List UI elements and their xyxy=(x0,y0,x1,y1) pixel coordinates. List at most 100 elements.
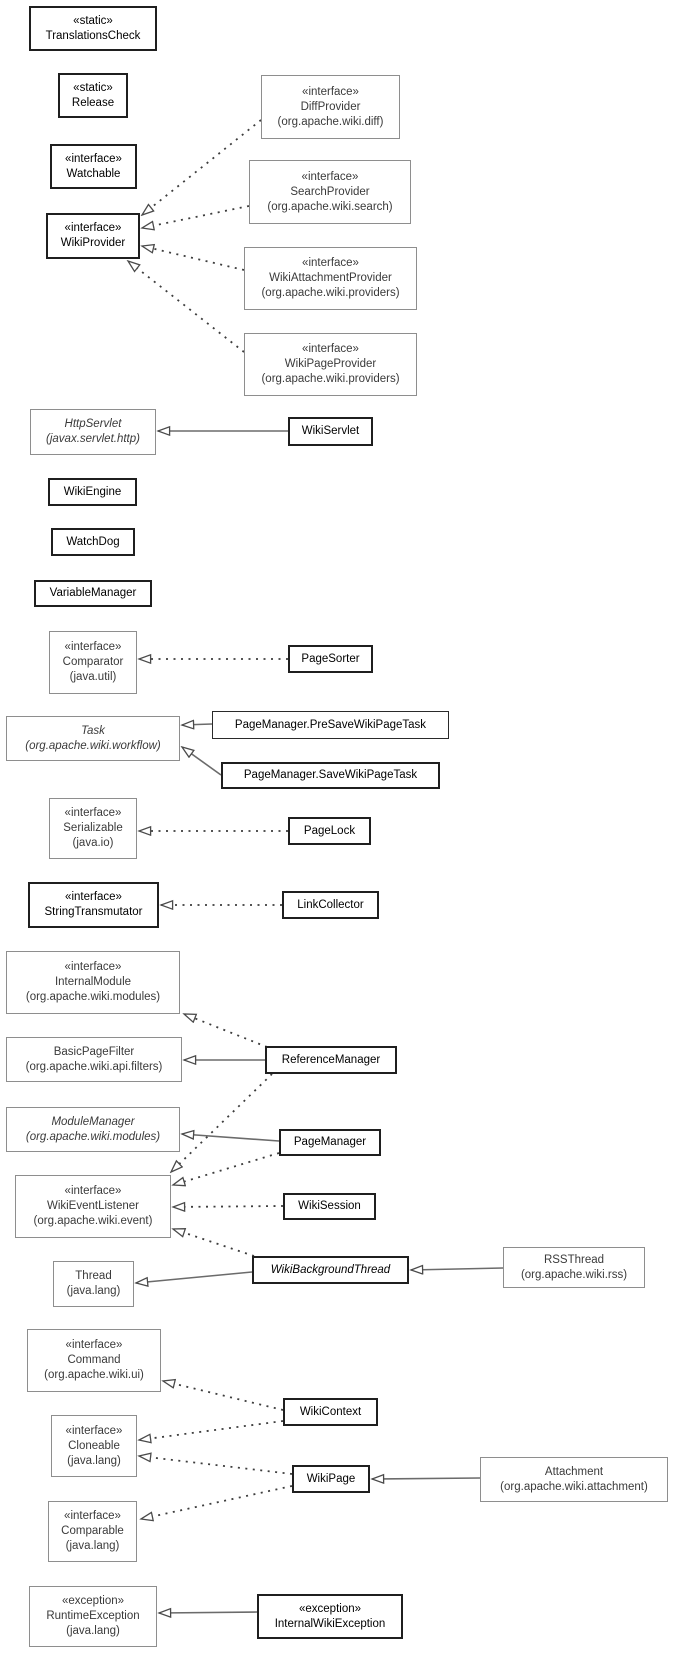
edge-searchprovider-wikiprovider xyxy=(142,205,250,228)
class-name-label: Task xyxy=(81,724,105,737)
class-node-watchdog[interactable]: WatchDog xyxy=(51,528,135,556)
class-name-label: TranslationsCheck xyxy=(45,29,141,42)
edge-wikipage-comparable xyxy=(141,1485,293,1519)
stereotype-label: «interface» xyxy=(64,222,122,234)
class-node-rssthread[interactable]: RSSThread (org.apache.wiki.rss) xyxy=(503,1247,645,1288)
class-node-wikisession[interactable]: WikiSession xyxy=(283,1193,376,1220)
edge-internalwikiexception-runtimeexception xyxy=(159,1612,258,1613)
class-node-variablemanager[interactable]: VariableManager xyxy=(34,580,152,607)
class-name-label: Command xyxy=(67,1354,121,1366)
class-name-label: Serializable xyxy=(63,822,123,834)
class-node-pagemanager[interactable]: PageManager xyxy=(279,1129,381,1156)
package-label: (java.io) xyxy=(72,837,114,849)
edge-rssthread-wikibackgroundthread xyxy=(411,1268,504,1270)
class-node-modulemanager[interactable]: ModuleManager (org.apache.wiki.modules) xyxy=(6,1107,180,1152)
edge-presavetask-task xyxy=(182,724,213,725)
edge-referencemanager-internalmodule xyxy=(184,1013,268,1048)
class-name-label: BasicPageFilter xyxy=(53,1045,135,1058)
class-name-label: Watchable xyxy=(66,167,121,180)
class-node-wikicontext[interactable]: WikiContext xyxy=(283,1398,378,1426)
class-name-label: VariableManager xyxy=(49,587,137,599)
edge-wikicontext-cloneable xyxy=(139,1420,284,1440)
package-label: (org.apache.wiki.ui) xyxy=(44,1369,144,1381)
package-label: (org.apache.wiki.attachment) xyxy=(500,1480,648,1493)
class-node-basicpagefilter[interactable]: BasicPageFilter (org.apache.wiki.api.fil… xyxy=(6,1037,182,1082)
class-node-presavewikipagetask[interactable]: PageManager.PreSaveWikiPageTask xyxy=(212,711,449,739)
class-node-wikieventlistener[interactable]: «interface» WikiEventListener (org.apach… xyxy=(15,1175,171,1238)
class-name-label: LinkCollector xyxy=(297,898,364,911)
class-name-label: Attachment xyxy=(544,1465,604,1478)
class-name-label: RSSThread xyxy=(543,1253,605,1266)
class-node-internalmodule[interactable]: «interface» InternalModule (org.apache.w… xyxy=(6,951,180,1014)
stereotype-label: «interface» xyxy=(65,891,122,903)
class-name-label: WikiProvider xyxy=(60,237,126,249)
package-label: (javax.servlet.http) xyxy=(46,433,140,445)
class-node-release[interactable]: «static» Release xyxy=(58,73,128,118)
class-node-pagelock[interactable]: PageLock xyxy=(288,817,371,845)
stereotype-label: «interface» xyxy=(64,1510,121,1522)
class-node-serializable[interactable]: «interface» Serializable (java.io) xyxy=(49,798,137,859)
stereotype-label: «interface» xyxy=(302,85,359,98)
edge-wikipage-cloneable xyxy=(139,1456,293,1475)
class-node-httpservlet[interactable]: HttpServlet (javax.servlet.http) xyxy=(30,409,156,455)
class-node-wikiprovider[interactable]: «interface» WikiProvider xyxy=(46,213,140,259)
class-node-referencemanager[interactable]: ReferenceManager xyxy=(265,1046,397,1074)
class-name-label: ReferenceManager xyxy=(281,1053,381,1066)
class-name-label: Comparable xyxy=(61,1525,124,1537)
class-name-label: SearchProvider xyxy=(290,185,370,198)
stereotype-label: «exception» xyxy=(61,1595,125,1607)
stereotype-label: «static» xyxy=(73,81,113,94)
class-node-thread[interactable]: Thread (java.lang) xyxy=(53,1261,134,1307)
class-node-task[interactable]: Task (org.apache.wiki.workflow) xyxy=(6,716,180,761)
class-node-wikipage[interactable]: WikiPage xyxy=(292,1465,370,1493)
class-node-wikiservlet[interactable]: WikiServlet xyxy=(288,417,373,446)
class-node-runtimeexception[interactable]: «exception» RuntimeException (java.lang) xyxy=(29,1586,157,1647)
class-node-savewikipagetask[interactable]: PageManager.SaveWikiPageTask xyxy=(221,762,440,789)
package-label: (java.util) xyxy=(69,671,117,683)
class-node-watchable[interactable]: «interface» Watchable xyxy=(50,144,137,189)
class-node-translationscheck[interactable]: «static» TranslationsCheck xyxy=(29,6,157,51)
class-node-wikipageprovider[interactable]: «interface» WikiPageProvider (org.apache… xyxy=(244,333,417,396)
class-name-label: PageManager xyxy=(293,1136,367,1148)
class-node-wikibackgroundthread[interactable]: WikiBackgroundThread xyxy=(252,1256,409,1284)
class-node-pagesorter[interactable]: PageSorter xyxy=(288,645,373,673)
class-name-label: WikiEngine xyxy=(63,485,122,498)
class-node-cloneable[interactable]: «interface» Cloneable (java.lang) xyxy=(51,1415,137,1477)
edge-wikibackgroundthread-wikieventlistener xyxy=(173,1229,255,1257)
class-node-command[interactable]: «interface» Command (org.apache.wiki.ui) xyxy=(27,1329,161,1392)
class-node-wikiengine[interactable]: WikiEngine xyxy=(48,478,137,506)
class-node-internalwikiexception[interactable]: «exception» InternalWikiException xyxy=(257,1594,403,1639)
class-node-stringtransmutator[interactable]: «interface» StringTransmutator xyxy=(28,882,159,928)
class-name-label: PageManager.SaveWikiPageTask xyxy=(243,769,418,781)
class-node-comparator[interactable]: «interface» Comparator (java.util) xyxy=(49,631,137,694)
class-name-label: DiffProvider xyxy=(300,100,361,113)
edge-wikiattachmentprovider-wikiprovider xyxy=(142,246,245,271)
class-name-label: WikiEventListener xyxy=(46,1200,140,1212)
class-node-attachment[interactable]: Attachment (org.apache.wiki.attachment) xyxy=(480,1457,668,1502)
class-node-searchprovider[interactable]: «interface» SearchProvider (org.apache.w… xyxy=(249,160,411,224)
stereotype-label: «interface» xyxy=(65,1424,123,1437)
package-label: (org.apache.wiki.workflow) xyxy=(25,739,161,752)
edge-referencemanager-wikieventlistener xyxy=(171,1073,273,1172)
class-name-label: WatchDog xyxy=(66,535,120,548)
class-node-wikiattachmentprovider[interactable]: «interface» WikiAttachmentProvider (org.… xyxy=(244,247,417,310)
class-node-comparable[interactable]: «interface» Comparable (java.lang) xyxy=(48,1501,137,1562)
class-node-diffprovider[interactable]: «interface» DiffProvider (org.apache.wik… xyxy=(261,75,400,139)
stereotype-label: «interface» xyxy=(302,257,359,269)
edge-diffprovider-wikiprovider xyxy=(142,119,262,215)
package-label: (org.apache.wiki.api.filters) xyxy=(25,1060,163,1073)
class-name-label: HttpServlet xyxy=(64,418,122,430)
stereotype-label: «interface» xyxy=(64,807,122,819)
class-name-label: WikiBackgroundThread xyxy=(270,1263,391,1276)
class-name-label: StringTransmutator xyxy=(44,906,143,918)
class-name-label: WikiPage xyxy=(306,1472,356,1485)
edge-wikicontext-command xyxy=(163,1381,284,1411)
package-label: (java.lang) xyxy=(66,1285,121,1297)
package-label: (org.apache.wiki.event) xyxy=(33,1215,153,1227)
class-name-label: WikiSession xyxy=(298,1200,361,1212)
stereotype-label: «interface» xyxy=(65,1339,123,1351)
class-node-linkcollector[interactable]: LinkCollector xyxy=(282,891,379,919)
package-label: (org.apache.wiki.diff) xyxy=(277,115,384,128)
stereotype-label: «exception» xyxy=(298,1602,362,1615)
